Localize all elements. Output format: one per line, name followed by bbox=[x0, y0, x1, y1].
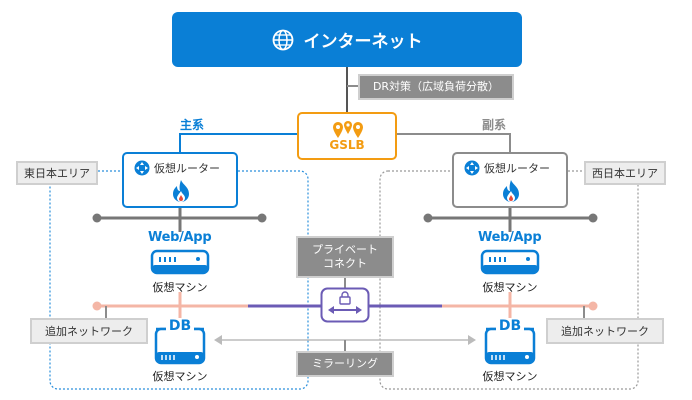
flame-icon bbox=[173, 180, 189, 202]
west-network-bar-end-left bbox=[423, 213, 433, 223]
secondary-branch-label: 副系 bbox=[482, 118, 507, 132]
private-connect-device bbox=[320, 287, 370, 323]
private-connect-line1: プライベート bbox=[312, 243, 378, 257]
internet-label: インターネット bbox=[303, 32, 423, 52]
east-router-title: 仮想ルーター bbox=[134, 160, 220, 176]
dr-label: DR対策（広域負荷分散） bbox=[358, 74, 514, 100]
globe-icon bbox=[272, 29, 293, 50]
private-connect-line2: コネクト bbox=[323, 257, 367, 270]
east-region-label: 東日本エリア bbox=[16, 161, 98, 185]
west-additional-network-text: 追加ネットワーク bbox=[561, 325, 649, 338]
east-webapp-vm-label: 仮想マシン bbox=[152, 281, 208, 294]
west-db-label: DB bbox=[496, 318, 524, 334]
gslb-label: GSLB bbox=[329, 138, 365, 152]
db-icon bbox=[154, 327, 206, 365]
east-network-bar-end-right bbox=[257, 213, 267, 223]
flame-icon bbox=[503, 180, 519, 202]
primary-branch-label: 主系 bbox=[180, 118, 205, 132]
west-additional-network-end bbox=[588, 301, 598, 311]
gslb-box: GSLB bbox=[297, 112, 397, 160]
west-region-text: 西日本エリア bbox=[592, 167, 658, 180]
private-connect-label: プライベート コネクト bbox=[296, 236, 394, 278]
east-additional-network-end bbox=[92, 301, 102, 311]
west-webapp-label: Web/App bbox=[478, 230, 542, 245]
west-router-label: 仮想ルーター bbox=[484, 162, 550, 175]
west-region-label: 西日本エリア bbox=[584, 161, 666, 185]
internet-box: インターネット bbox=[172, 12, 522, 67]
west-db-vm-label: 仮想マシン bbox=[482, 370, 538, 383]
dr-label-text: DR対策（広域負荷分散） bbox=[372, 80, 500, 94]
east-router: 仮想ルーター bbox=[122, 152, 238, 208]
secondary-branch-link bbox=[397, 133, 511, 153]
east-region-text: 東日本エリア bbox=[24, 167, 90, 180]
server-icon bbox=[480, 249, 540, 275]
west-router-title: 仮想ルーター bbox=[464, 160, 550, 176]
east-router-label: 仮想ルーター bbox=[154, 162, 220, 175]
east-network-bar-end-left bbox=[92, 213, 102, 223]
east-additional-network-text: 追加ネットワーク bbox=[45, 325, 133, 338]
mirroring-label: ミラーリング bbox=[296, 351, 394, 377]
west-webapp-vm-label: 仮想マシン bbox=[482, 281, 538, 294]
east-db-vm-label: 仮想マシン bbox=[152, 370, 208, 383]
primary-branch-link bbox=[179, 133, 297, 153]
mirroring-arrow-right bbox=[468, 335, 476, 345]
lock-icon bbox=[339, 291, 351, 305]
server-icon bbox=[150, 249, 210, 275]
west-router: 仮想ルーター bbox=[452, 152, 568, 208]
router-icon bbox=[134, 160, 150, 176]
mirroring-text: ミラーリング bbox=[312, 357, 378, 371]
west-network-bar-end-right bbox=[588, 213, 598, 223]
location-pins-icon bbox=[333, 121, 363, 138]
east-additional-network-label: 追加ネットワーク bbox=[30, 318, 148, 344]
mirroring-arrow-left bbox=[214, 335, 222, 345]
west-additional-network-label: 追加ネットワーク bbox=[546, 318, 664, 344]
east-db-label: DB bbox=[166, 318, 194, 334]
east-webapp-label: Web/App bbox=[148, 230, 212, 245]
router-icon bbox=[464, 160, 480, 176]
